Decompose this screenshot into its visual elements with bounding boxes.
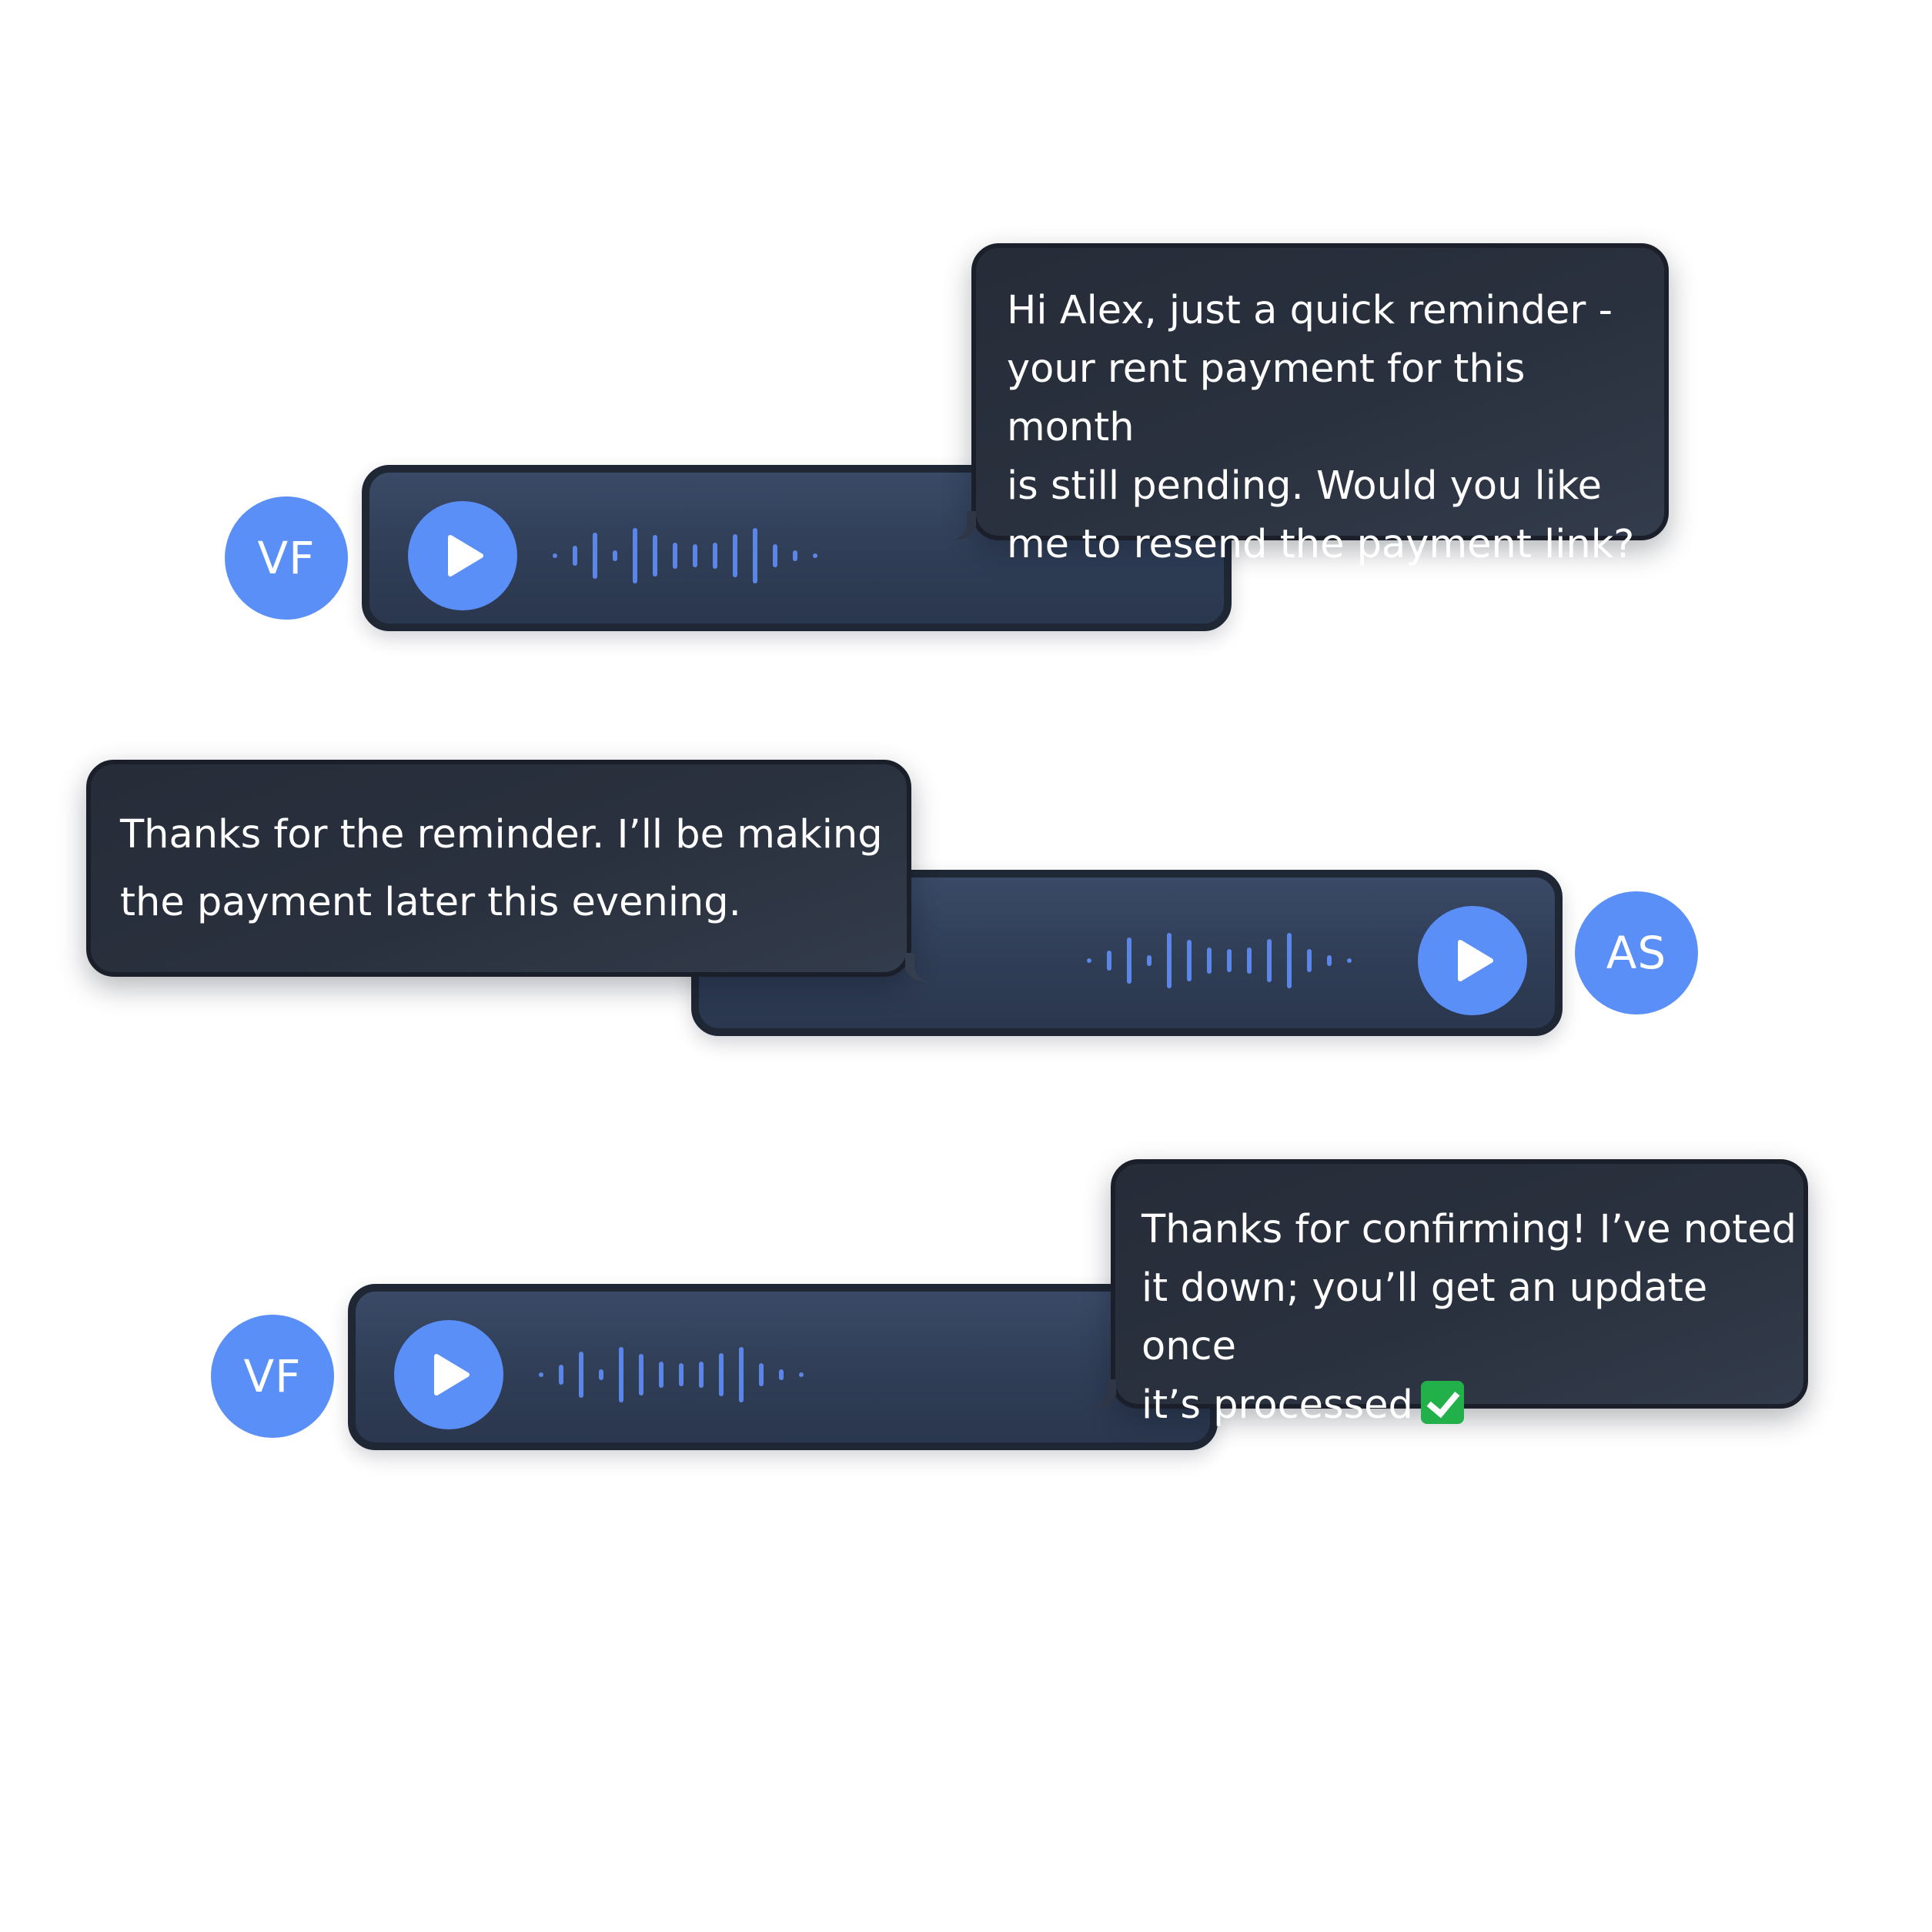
waveform-bar <box>599 1369 603 1380</box>
waveform-bar <box>559 1365 563 1385</box>
play-icon <box>448 535 483 577</box>
text-bubble: Thanks for confirming! I’ve noted it dow… <box>1111 1159 1808 1428</box>
voice-message[interactable] <box>348 1284 1218 1450</box>
waveform-bar <box>1207 948 1212 974</box>
bubble-tail <box>1091 1379 1116 1409</box>
waveform-bar <box>1227 949 1232 972</box>
waveform-bar <box>579 1352 583 1398</box>
waveform-bar <box>639 1354 643 1396</box>
waveform-bar <box>813 553 817 558</box>
play-icon <box>434 1354 470 1396</box>
waveform <box>1087 911 1367 1011</box>
waveform-bar <box>633 528 637 583</box>
waveform-bar <box>1187 940 1192 981</box>
waveform-bar <box>799 1372 804 1377</box>
waveform-bar <box>679 1363 684 1386</box>
bubble-tail <box>951 511 976 540</box>
check-mark-button-icon <box>1420 1381 1464 1424</box>
waveform-bar <box>1167 933 1172 988</box>
waveform-bar <box>739 1347 744 1402</box>
avatar-vf: VF <box>211 1315 334 1438</box>
waveform-bar <box>793 550 797 561</box>
waveform-bar <box>653 535 657 577</box>
waveform-bar <box>1267 939 1272 982</box>
waveform-bar <box>553 553 557 558</box>
waveform-bar <box>779 1369 784 1380</box>
waveform-bar <box>759 1363 764 1386</box>
waveform-bar <box>1307 949 1312 972</box>
waveform-bar <box>1107 951 1111 971</box>
play-icon <box>1458 940 1493 981</box>
waveform-bar <box>1327 955 1332 966</box>
waveform <box>539 1325 819 1425</box>
bubble-tail <box>905 953 930 982</box>
waveform-bar <box>613 550 617 561</box>
waveform-bar <box>539 1372 543 1377</box>
waveform-bar <box>719 1353 724 1396</box>
waveform-bar <box>619 1347 623 1402</box>
waveform-bar <box>1127 938 1131 984</box>
waveform-bar <box>699 1362 704 1388</box>
waveform-bar <box>1147 955 1152 966</box>
avatar-initials: AS <box>1606 927 1667 979</box>
waveform-bar <box>1247 948 1252 974</box>
message-text: Hi Alex, just a quick reminder - your re… <box>1007 288 1635 567</box>
avatar-as: AS <box>1575 891 1698 1014</box>
play-button[interactable] <box>408 501 517 610</box>
text-bubble: Thanks for the reminder. I’ll be making … <box>86 760 911 977</box>
waveform <box>553 506 833 606</box>
message-text-content: Thanks for confirming! I’ve noted it dow… <box>1141 1207 1797 1428</box>
message-text: Thanks for the reminder. I’ll be making … <box>120 812 883 925</box>
waveform-bar <box>733 534 737 577</box>
waveform-bar <box>693 544 697 567</box>
waveform-bar <box>713 543 717 569</box>
waveform-bar <box>593 533 597 579</box>
play-button[interactable] <box>1418 906 1527 1015</box>
waveform-bar <box>673 543 677 569</box>
message-text: Thanks for confirming! I’ve noted it dow… <box>1141 1201 1803 1435</box>
waveform-bar <box>573 546 577 566</box>
waveform-bar <box>1087 958 1091 963</box>
waveform-bar <box>1347 958 1352 963</box>
avatar-initials: VF <box>257 532 316 584</box>
avatar-initials: VF <box>243 1350 302 1402</box>
play-button[interactable] <box>394 1320 503 1429</box>
waveform-bar <box>753 528 757 583</box>
waveform-bar <box>773 544 777 567</box>
waveform-bar <box>659 1362 663 1388</box>
avatar-vf: VF <box>225 496 348 620</box>
text-bubble: Hi Alex, just a quick reminder - your re… <box>971 243 1669 567</box>
waveform-bar <box>1287 933 1292 988</box>
